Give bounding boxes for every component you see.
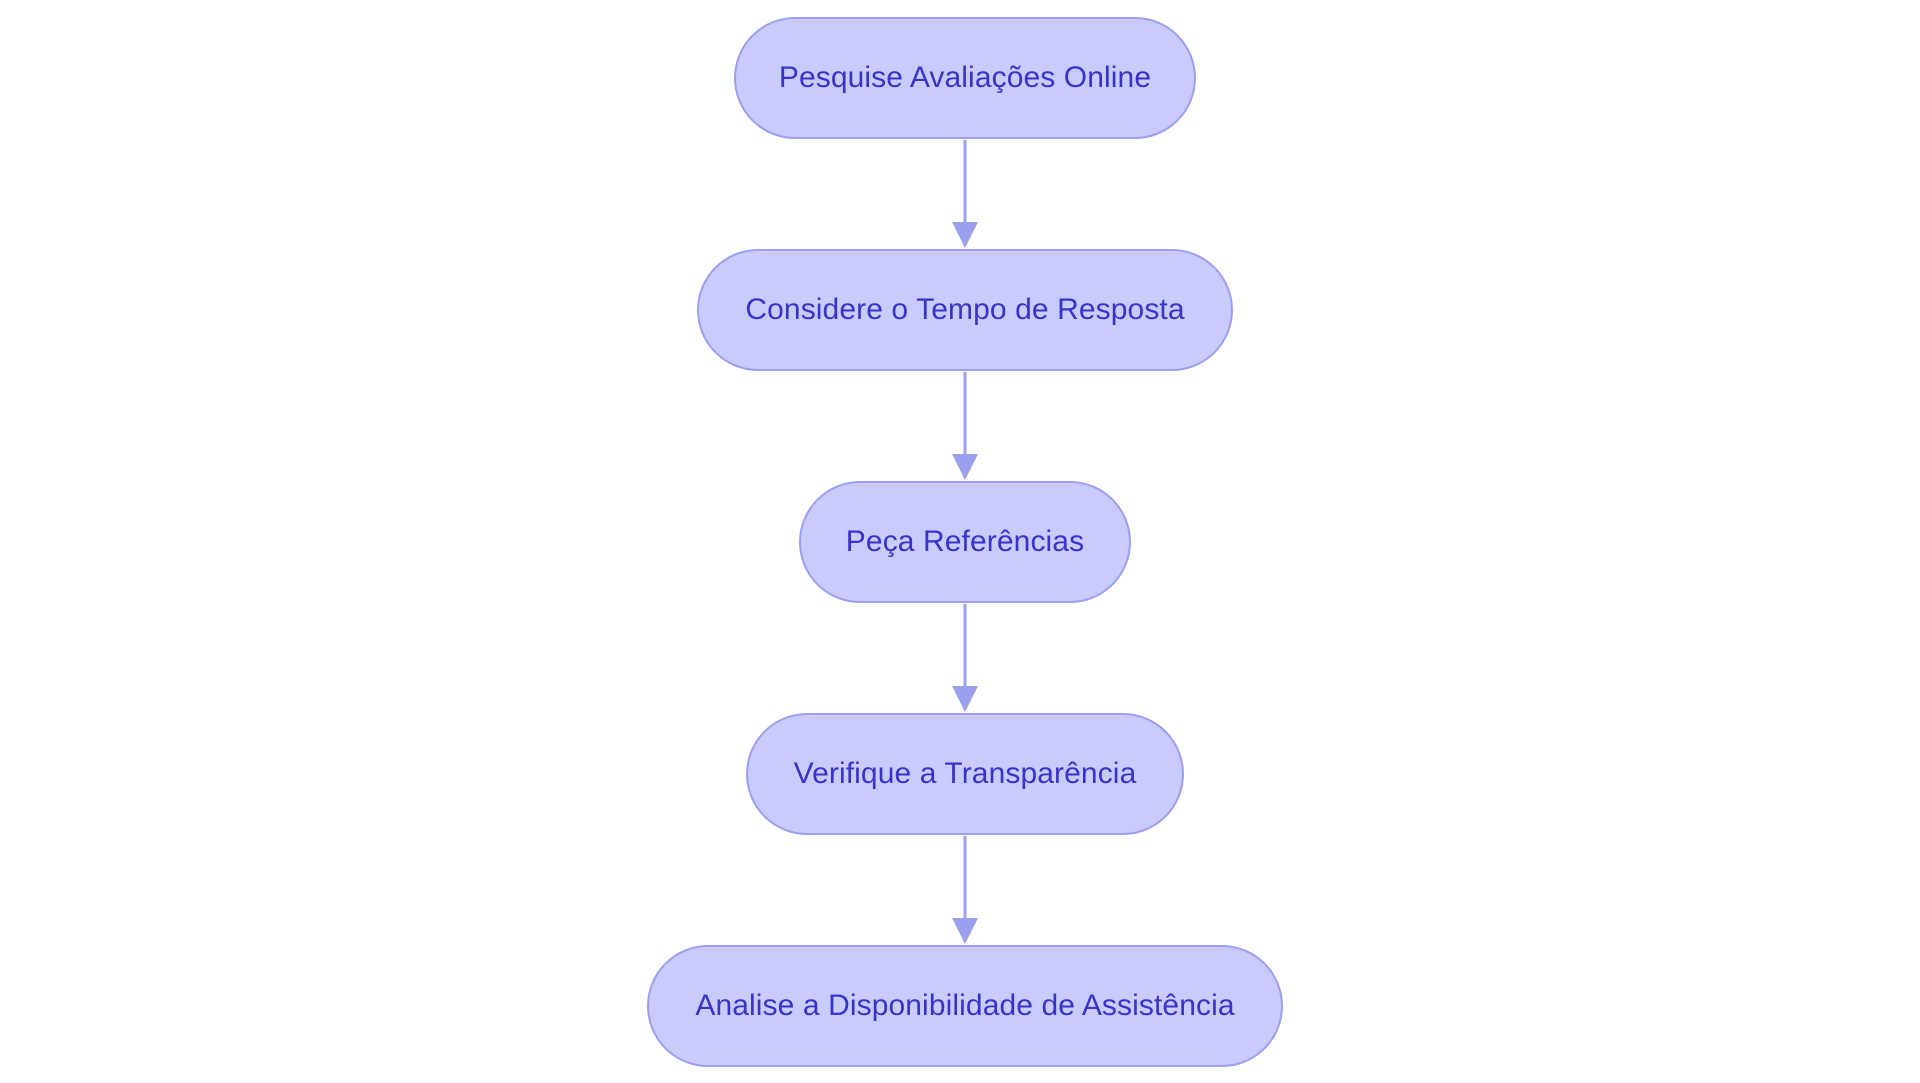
flow-node-considere-tempo: Considere o Tempo de Resposta	[697, 249, 1233, 371]
edge-3-to-4	[952, 604, 978, 712]
node-label: Peça Referências	[845, 525, 1085, 558]
flow-node-analise-disponibilidade: Analise a Disponibilidade de Assistência	[647, 945, 1283, 1067]
flow-node-verifique-transparencia: Verifique a Transparência	[746, 713, 1184, 835]
node-label: Analise a Disponibilidade de Assistência	[695, 989, 1235, 1022]
arrowhead-icon	[952, 918, 978, 944]
arrowhead-icon	[952, 222, 978, 248]
edge-1-to-2	[952, 140, 978, 248]
flow-node-pesquise-avaliacoes: Pesquise Avaliações Online	[734, 17, 1196, 139]
arrowhead-icon	[952, 454, 978, 480]
flow-node-peca-referencias: Peça Referências	[799, 481, 1131, 603]
edge-4-to-5	[952, 836, 978, 944]
edge-2-to-3	[952, 372, 978, 480]
node-label: Considere o Tempo de Resposta	[745, 293, 1185, 326]
node-label: Pesquise Avaliações Online	[778, 61, 1152, 94]
node-label: Verifique a Transparência	[793, 757, 1137, 790]
arrowhead-icon	[952, 686, 978, 712]
